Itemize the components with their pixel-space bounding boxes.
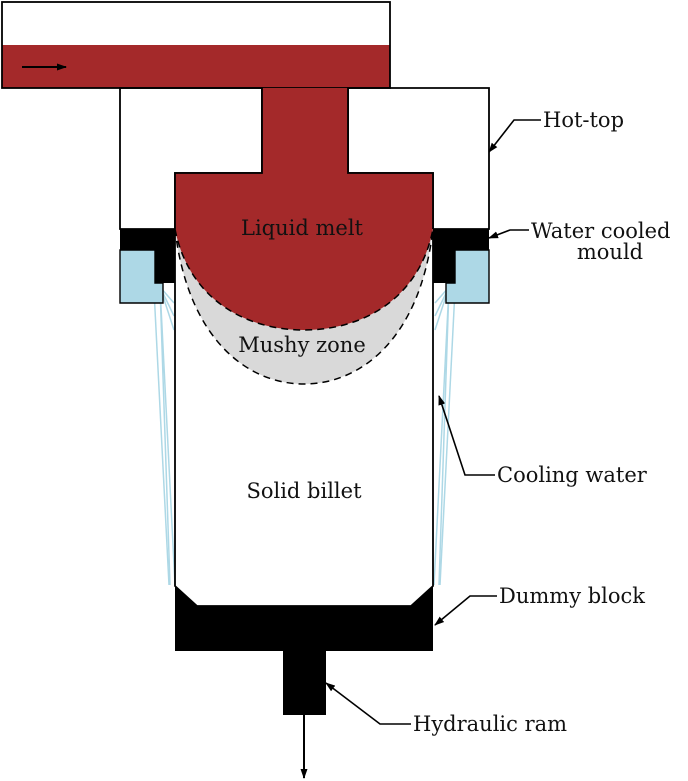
- water-channel-right: [445, 249, 490, 304]
- callout-cooling-water: Cooling water: [438, 395, 648, 487]
- dummy-block: [175, 586, 433, 651]
- mould-right: [433, 229, 489, 283]
- callout-mould: Water cooled mould: [488, 219, 671, 264]
- callout-hydraulic-ram: Hydraulic ram: [325, 682, 567, 736]
- label-mould-line1: Water cooled: [531, 219, 671, 243]
- water-cooled-mould: [119, 229, 490, 304]
- hydraulic-ram: [283, 651, 326, 715]
- launder: [1, 1, 391, 89]
- label-hot-top: Hot-top: [543, 108, 624, 132]
- liquid-melt: [175, 88, 433, 330]
- label-cooling-water: Cooling water: [497, 463, 648, 487]
- callout-hot-top: Hot-top: [488, 108, 624, 153]
- solidus-line: [174, 228, 434, 385]
- label-mushy-zone: Mushy zone: [238, 333, 366, 357]
- label-mould-line2: mould: [577, 240, 643, 264]
- label-dummy-block: Dummy block: [499, 584, 645, 608]
- callout-dummy-block: Dummy block: [434, 584, 645, 626]
- label-solid-billet: Solid billet: [246, 479, 362, 503]
- label-hydraulic-ram: Hydraulic ram: [413, 712, 567, 736]
- water-channel-left: [119, 249, 164, 304]
- mould-left: [120, 229, 175, 283]
- label-liquid-melt: Liquid melt: [241, 216, 364, 240]
